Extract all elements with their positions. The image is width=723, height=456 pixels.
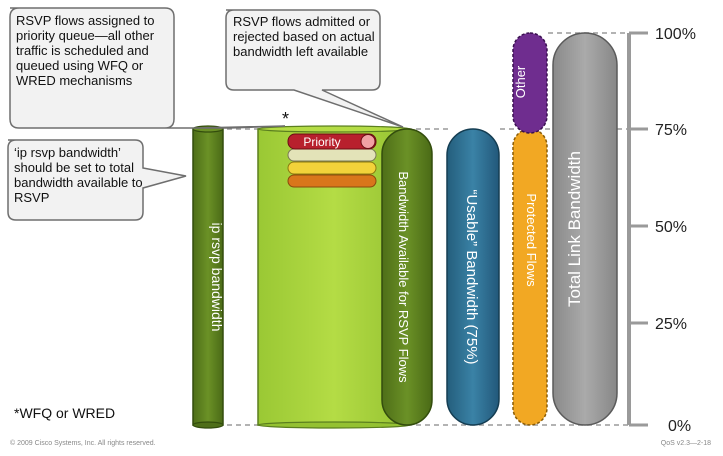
callout-bubble-priority (9, 7, 286, 129)
scale-label-0: 0% (668, 418, 691, 435)
flow-band-4 (287, 174, 377, 188)
callout-bubble-ip-rsvp (7, 139, 187, 221)
priority-asterisk: * (282, 109, 289, 129)
callout-priority-queue: RSVP flows assigned to priority queue—al… (16, 13, 155, 88)
available-for-rsvp-label: Bandwidth Available for RSVP Flows (396, 171, 411, 383)
footer-copyright: © 2009 Cisco Systems, Inc. All rights re… (10, 440, 156, 447)
ip-rsvp-bandwidth-cylinder: ip rsvp bandwidth (192, 125, 225, 429)
flow-bands: Priority (287, 133, 377, 188)
footnote: *WFQ or WRED (14, 405, 116, 421)
priority-label: Priority (303, 135, 340, 149)
protected-flows-label: Protected Flows (524, 193, 539, 287)
scale-label-100: 100% (655, 26, 696, 43)
other-cylinder: Other (512, 32, 548, 134)
scale-label-25: 25% (655, 316, 687, 333)
available-bandwidth-ring: Bandwidth Available for RSVP Flows (381, 128, 433, 426)
footer-course-code: QoS v2.3—2-18 (660, 440, 711, 447)
total-link-bandwidth-label: Total Link Bandwidth (565, 151, 584, 307)
usable-bandwidth-label: “Usable” Bandwidth (75%) (463, 189, 480, 364)
total-link-bandwidth-cylinder: Total Link Bandwidth (552, 32, 618, 426)
callout-bubbles (7, 7, 404, 221)
percentage-scale: 100% 75% 50% 25% 0% (627, 26, 696, 435)
flow-band-2 (287, 148, 377, 162)
usable-bandwidth-cylinder: “Usable” Bandwidth (75%) (446, 128, 500, 426)
protected-flows-cylinder: Protected Flows (512, 128, 548, 426)
callout-bubble-admitted (225, 9, 404, 128)
callout-ip-rsvp: ‘ip rsvp bandwidth’ should be set to tot… (14, 145, 143, 205)
flow-band-3 (287, 161, 377, 175)
priority-band-cap (360, 134, 376, 149)
ip-rsvp-bandwidth-label: ip rsvp bandwidth (209, 223, 225, 332)
scale-label-75: 75% (655, 122, 687, 139)
scale-label-50: 50% (655, 219, 687, 236)
other-label: Other (513, 65, 528, 98)
callout-admitted: RSVP flows admitted or rejected based on… (233, 14, 375, 59)
priority-band (287, 133, 377, 150)
